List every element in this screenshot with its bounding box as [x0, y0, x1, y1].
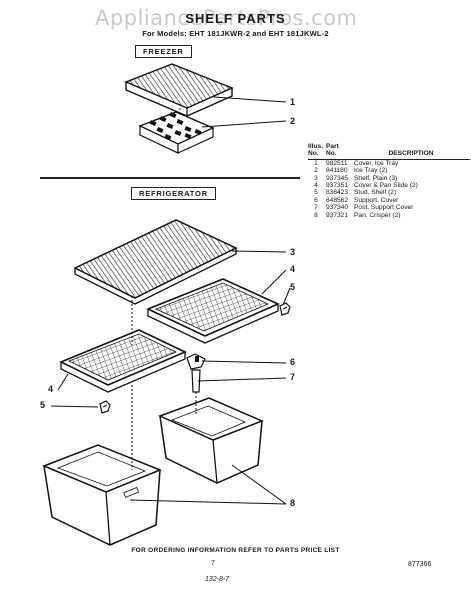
callout-1: 1	[290, 97, 296, 107]
row-illus: 6	[314, 196, 318, 204]
row-description: Cover, Ice Tray	[354, 159, 399, 167]
assembly-guide-lines	[132, 108, 196, 470]
table-row: 6 848562 Support, Cover	[308, 197, 470, 204]
refrigerator-wire-shelf	[75, 220, 236, 304]
page-title: SHELF PARTS	[185, 11, 286, 26]
callout-leaders	[51, 97, 290, 504]
row-description: Pan, Crisper (2)	[354, 211, 401, 219]
refrigerator-section-label: REFRIGERATOR	[131, 187, 216, 200]
callout-6: 6	[290, 357, 296, 367]
handwritten-note: 132-8-7	[205, 576, 230, 583]
row-part: 982511	[326, 159, 348, 167]
row-part: 937321	[326, 211, 349, 219]
freezer-shelf-cover	[126, 64, 232, 116]
description-header: DESCRIPTION	[388, 150, 434, 158]
cover-pan-slide-right	[148, 279, 278, 343]
ordering-note: FOR ORDERING INFORMATION REFER TO PARTS …	[131, 547, 340, 554]
crisper-pan-right	[160, 398, 262, 483]
shelf-stud-left	[100, 401, 110, 413]
callout-5-left: 5	[40, 400, 46, 410]
callout-8: 8	[290, 498, 296, 508]
page-number: 7	[211, 560, 215, 567]
row-description: Shelf, Plain (3)	[354, 174, 398, 182]
models-line: For Models: EHT 181JKWR-2 and EHT 181JKW…	[142, 29, 329, 38]
document-number: 877366	[408, 561, 432, 568]
shelf-stud-right	[280, 303, 290, 315]
table-row: 2 841180 Ice Tray (2)	[308, 167, 470, 174]
cover-pan-slide-left	[61, 330, 185, 392]
row-part: 841180	[326, 167, 348, 175]
callout-4-left: 4	[48, 384, 54, 394]
row-part: 937345	[326, 174, 349, 182]
row-part: 937340	[326, 204, 349, 212]
row-description: Stud, Shelf (2)	[354, 189, 397, 197]
table-row: 8 937321 Pan, Crisper (2)	[308, 212, 470, 219]
row-illus: 8	[314, 211, 318, 219]
illus-header: Illus.No.	[308, 143, 324, 158]
row-illus: 5	[314, 189, 318, 197]
table-row: 5 836423 Stud, Shelf (2)	[308, 189, 470, 196]
row-part: 937351	[326, 182, 349, 190]
cover-support	[187, 354, 205, 369]
callout-4-right: 4	[290, 264, 296, 274]
crisper-pan-left	[44, 445, 160, 545]
row-illus: 4	[314, 182, 318, 190]
watermark-text: AppliancePartsPros.com	[95, 6, 358, 30]
row-description: Support, Cover	[354, 196, 399, 204]
ice-tray	[140, 112, 213, 153]
table-row: 4 937351 Cover & Pan Slide (2)	[308, 182, 470, 189]
row-part: 848562	[326, 196, 349, 204]
row-part: 836423	[326, 189, 349, 197]
row-illus: 1	[314, 159, 318, 167]
callout-7: 7	[290, 372, 296, 382]
callout-2: 2	[290, 116, 296, 126]
table-row: 7 937340 Post, Support Cover	[308, 204, 470, 211]
freezer-section-label: FREEZER	[135, 45, 192, 58]
callout-3: 3	[290, 247, 296, 257]
row-illus: 3	[314, 174, 318, 182]
row-description: Post, Support Cover	[354, 204, 414, 212]
support-post	[192, 370, 200, 392]
section-divider	[40, 177, 300, 179]
table-row: 1 982511 Cover, Ice Tray	[308, 159, 470, 167]
row-illus: 7	[314, 204, 318, 212]
callout-5-right: 5	[290, 282, 296, 292]
table-row: 3 937345 Shelf, Plain (3)	[308, 175, 470, 182]
row-illus: 2	[314, 167, 318, 175]
row-description: Cover & Pan Slide (2)	[354, 182, 418, 190]
row-description: Ice Tray (2)	[354, 167, 388, 175]
